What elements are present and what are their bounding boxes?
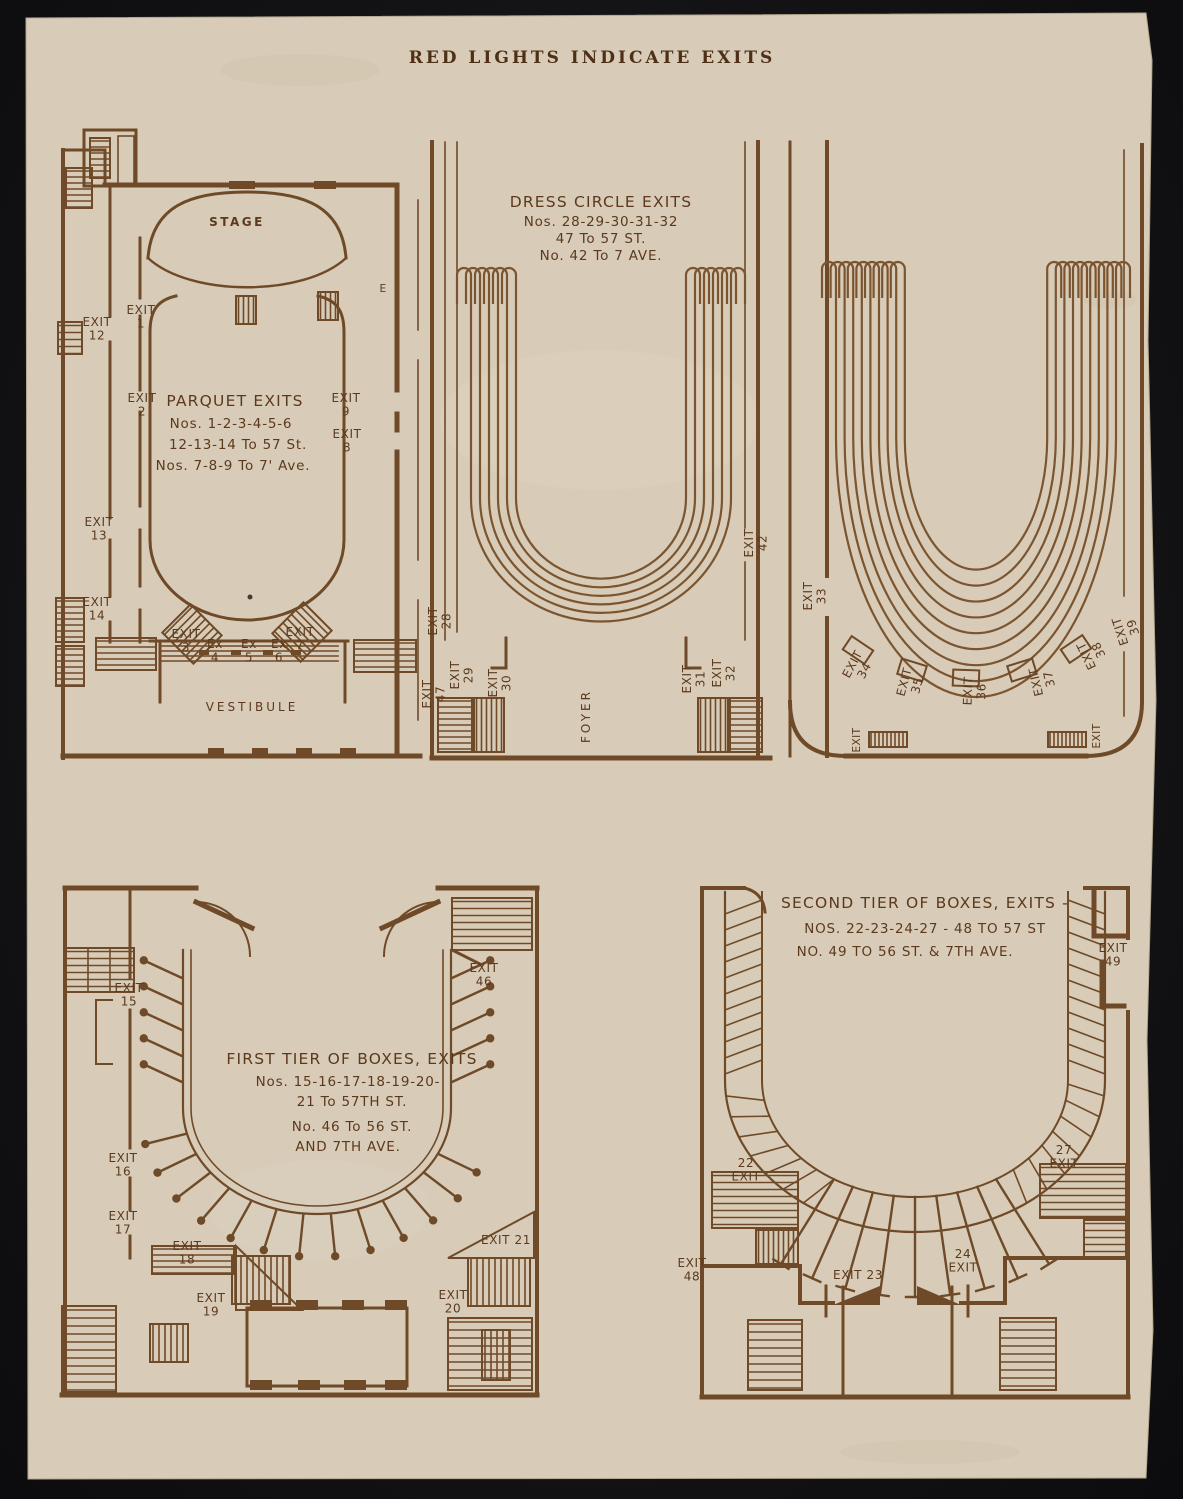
first-tier-box-partitions: [139, 956, 495, 1261]
dress-circle-stairs: [437, 697, 763, 753]
exit-label-31: EXIT31: [680, 664, 707, 693]
exit-label-30: EXIT30: [486, 668, 513, 697]
exit-label-sw: EXIT: [851, 727, 863, 752]
second-tier-heading-3: NO. 49 TO 56 ST. & 7TH AVE.: [797, 944, 1014, 960]
exit-label-47: EXIT47: [420, 679, 447, 708]
second-tier-heading-1: SECOND TIER OF BOXES, EXITS -: [781, 894, 1069, 912]
exit-label-29: EXIT29: [448, 660, 475, 689]
exit-label-38: EXIT38: [1074, 634, 1111, 672]
parquet-heading-1: PARQUET EXITS: [166, 392, 303, 410]
second-tier-plan: SECOND TIER OF BOXES, EXITS - NOS. 22-23…: [677, 886, 1131, 1400]
balcony-seating-rows: [820, 260, 1132, 699]
balcony-stairs: [868, 731, 1087, 748]
exit-label-32: EXIT32: [710, 658, 737, 687]
exit-label-se: EXIT: [1091, 723, 1103, 748]
dress-circle-heading-1: DRESS CIRCLE EXITS: [510, 193, 693, 211]
dress-circle-plan: DRESS CIRCLE EXITS Nos. 28-29-30-31-32 4…: [420, 140, 773, 761]
exit-label-28: EXIT28: [426, 606, 453, 635]
dress-circle-heading-2: Nos. 28-29-30-31-32: [524, 214, 679, 230]
first-tier-heading-3: 21 To 57TH ST.: [297, 1094, 408, 1110]
exit-label-42: EXIT42: [742, 528, 769, 557]
foyer-label: FOYER: [579, 689, 593, 743]
first-tier-heading-4: No. 46 To 56 ST.: [292, 1119, 412, 1135]
parquet-heading-4: Nos. 7-8-9 To 7' Ave.: [156, 458, 311, 474]
dress-circle-walls: [429, 140, 773, 761]
side-door-label: E: [379, 283, 386, 295]
exit-label-23: EXIT 23: [833, 1268, 883, 1282]
parquet-walls: [55, 128, 423, 760]
dress-circle-seating-rows: [455, 266, 747, 623]
vestibule-label: VESTIBULE: [206, 700, 299, 714]
first-tier-plan: FIRST TIER OF BOXES, EXITS Nos. 15-16-17…: [59, 885, 540, 1398]
dress-circle-heading-3: 47 To 57 ST.: [556, 231, 647, 247]
balcony-walls: [787, 140, 1145, 759]
exit-label-37: EXIT37: [1026, 663, 1059, 698]
parquet-heading-2: Nos. 1-2-3-4-5-6: [170, 416, 293, 432]
second-tier-heading-2: NOS. 22-23-24-27 - 48 TO 57 ST: [804, 921, 1046, 937]
second-tier-box-partitions: [723, 898, 1107, 1299]
first-tier-heading-1: FIRST TIER OF BOXES, EXITS: [226, 1050, 477, 1068]
exit-label-35: EXIT35: [894, 666, 928, 701]
first-tier-heading-5: AND 7TH AVE.: [295, 1139, 400, 1155]
exit-label-33: EXIT33: [801, 581, 828, 610]
balcony-exit-doors: [841, 633, 1093, 688]
second-tier-stairs: [711, 1163, 1127, 1391]
dress-circle-heading-4: No. 42 To 7 AVE.: [540, 248, 663, 264]
ink-speck: [247, 594, 253, 600]
first-tier-stairs: [61, 897, 533, 1393]
exit-label-39: EXIT39: [1109, 611, 1144, 647]
balcony-plan: EXIT33 EXIT34 EXIT35 EXIT36 EXIT37 EXIT3…: [787, 140, 1145, 759]
page-title: RED LIGHTS INDICATE EXITS: [409, 48, 776, 68]
exit-label-36: EXIT36: [960, 676, 988, 706]
paper-sheet: [25, 12, 1157, 1480]
first-tier-heading-2: Nos. 15-16-17-18-19-20-: [256, 1074, 441, 1090]
stage-label: STAGE: [209, 215, 265, 229]
parquet-heading-3: 12-13-14 To 57 St.: [169, 437, 307, 453]
exit-label-21: EXIT 21: [481, 1233, 531, 1247]
